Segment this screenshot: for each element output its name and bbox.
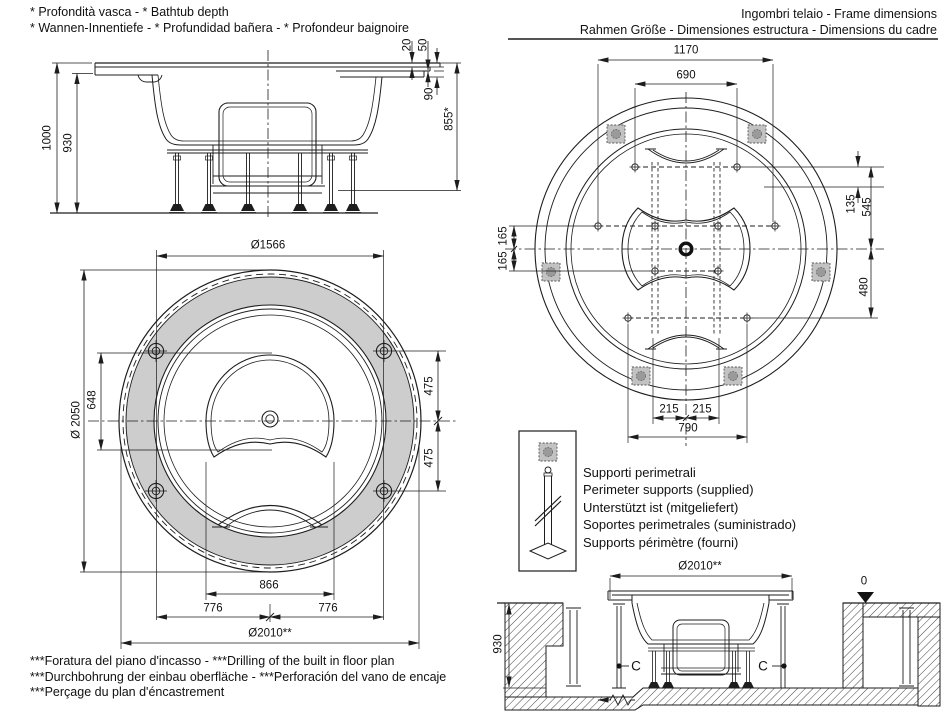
dim-frame-outer-span: 1170 xyxy=(673,44,699,57)
frame-view-drawing xyxy=(505,57,884,446)
dim-frame-inner-span: 690 xyxy=(676,69,696,82)
dim-frame-480: 480 xyxy=(858,277,871,297)
drain-icon xyxy=(261,410,279,428)
perimeter-support-icon xyxy=(541,262,561,282)
legend-text: Supporti perimetrali Perimeter supports … xyxy=(583,464,796,551)
dim-frame-215-left: 215 xyxy=(659,403,679,416)
dim-body-height: 930 xyxy=(62,133,75,153)
legend-line3: Unterstützt ist (mitgeliefert) xyxy=(583,499,739,515)
footer-line2: ***Durchbohrung der einbau oberfläche - … xyxy=(30,669,447,684)
header-right-line2: Rahmen Größe - Dimensiones estructura - … xyxy=(579,22,937,37)
perimeter-support-icon xyxy=(606,124,626,144)
dim-support-right: 776 xyxy=(318,602,338,615)
perimeter-support-icon xyxy=(631,366,651,386)
support-ref-left: C xyxy=(631,658,641,674)
header-left: * Profondità vasca - * Bathtub depth * W… xyxy=(30,5,409,36)
dim-frame-135: 135 xyxy=(845,194,858,214)
legend-box xyxy=(518,430,577,572)
header-right-line1: Ingombri telaio - Frame dimensions xyxy=(741,7,937,21)
dim-rim-thickness: 50 xyxy=(417,38,430,52)
dim-support-down: 475 xyxy=(423,448,436,468)
dim-frame-545: 545 xyxy=(861,197,874,217)
dim-frame-165-up: 165 xyxy=(497,226,510,246)
footer-line3: ***Perçage du plan d'éncastrement xyxy=(30,685,225,699)
drain-pipe-icon xyxy=(609,693,635,707)
perimeter-support-icon xyxy=(723,366,743,386)
dim-pit-depth: 930 xyxy=(492,634,505,654)
section-view-drawing xyxy=(497,573,941,711)
dim-rim-lip: 20 xyxy=(401,38,414,52)
header-left-line2: * Wannen-Innentiefe - * Profundidad bañe… xyxy=(30,20,409,35)
legend-line2: Perimeter supports (supplied) xyxy=(583,482,754,498)
footer-line1: ***Foratura del piano d'incasso - ***Dri… xyxy=(30,654,395,668)
dim-opening-diameter: Ø1566 xyxy=(250,239,286,252)
perimeter-support-icon xyxy=(747,124,767,144)
footer-notes: ***Foratura del piano d'incasso - ***Dri… xyxy=(30,654,446,701)
header-right: Ingombri telaio - Frame dimensions Rahme… xyxy=(580,7,937,38)
dim-outer-diameter: Ø 2050 xyxy=(70,401,83,439)
dim-drill-diameter: Ø2010** xyxy=(248,627,292,640)
dim-floor-depth: 648 xyxy=(86,390,99,410)
support-ref-right: C xyxy=(758,658,768,674)
perimeter-support-icon xyxy=(811,262,831,282)
dim-floor-width: 866 xyxy=(259,579,279,592)
dim-support-left: 776 xyxy=(203,602,223,615)
dim-frame-790: 790 xyxy=(678,422,698,435)
perimeter-support-icon xyxy=(538,442,558,462)
dim-support-up: 475 xyxy=(423,376,436,396)
legend-line1: Supporti perimetrali xyxy=(583,465,696,480)
dim-section-drill-diameter: Ø2010** xyxy=(678,560,722,573)
support-post-icon xyxy=(528,466,568,560)
side-view-drawing xyxy=(50,41,461,219)
legend-line4: Soportes perimetrales (suministrado) xyxy=(583,517,797,533)
plan-view-drawing xyxy=(80,250,456,649)
header-left-line1: * Profondità vasca - * Bathtub depth xyxy=(30,5,229,19)
dim-bathtub-depth: 855* xyxy=(443,107,456,131)
dim-total-height: 1000 xyxy=(41,125,54,151)
datum-zero-label: 0 xyxy=(860,575,868,588)
dim-frame-215-right: 215 xyxy=(692,403,712,416)
dim-rim-edge: 90 xyxy=(423,87,436,101)
legend-line5: Supports périmètre (fourni) xyxy=(583,534,739,550)
dim-frame-165-down: 165 xyxy=(497,251,510,271)
datum-level-icon xyxy=(857,592,874,603)
